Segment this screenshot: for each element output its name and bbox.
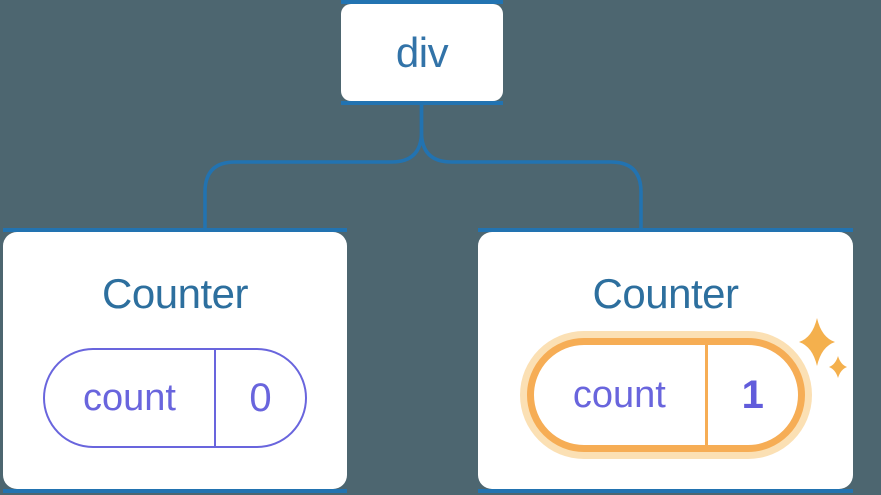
counter-card-right: Counter count 1	[478, 228, 853, 493]
node-top-edge	[341, 0, 503, 4]
state-pill-highlighted: count 1	[526, 338, 805, 452]
sparkles-icon	[799, 318, 847, 378]
card-bottom-edge	[478, 489, 853, 493]
root-node-body: div	[341, 4, 503, 101]
state-value: 1	[741, 372, 764, 417]
component-title: Counter	[592, 270, 739, 317]
counter-card-body: Counter count 0	[3, 232, 347, 489]
node-bottom-edge	[341, 101, 503, 105]
state-key-label: count	[45, 350, 216, 446]
state-pill: count 0	[43, 348, 307, 448]
counter-card-left: Counter count 0	[3, 228, 347, 493]
root-node-label: div	[395, 28, 449, 76]
state-value: 0	[249, 375, 272, 420]
counter-card-body: Counter count 1	[478, 232, 853, 489]
state-key-label: count	[534, 345, 709, 445]
component-title: Counter	[102, 270, 248, 317]
root-node: div	[341, 0, 503, 105]
card-top-edge	[3, 228, 347, 232]
card-top-edge	[478, 228, 853, 232]
card-bottom-edge	[3, 489, 347, 493]
